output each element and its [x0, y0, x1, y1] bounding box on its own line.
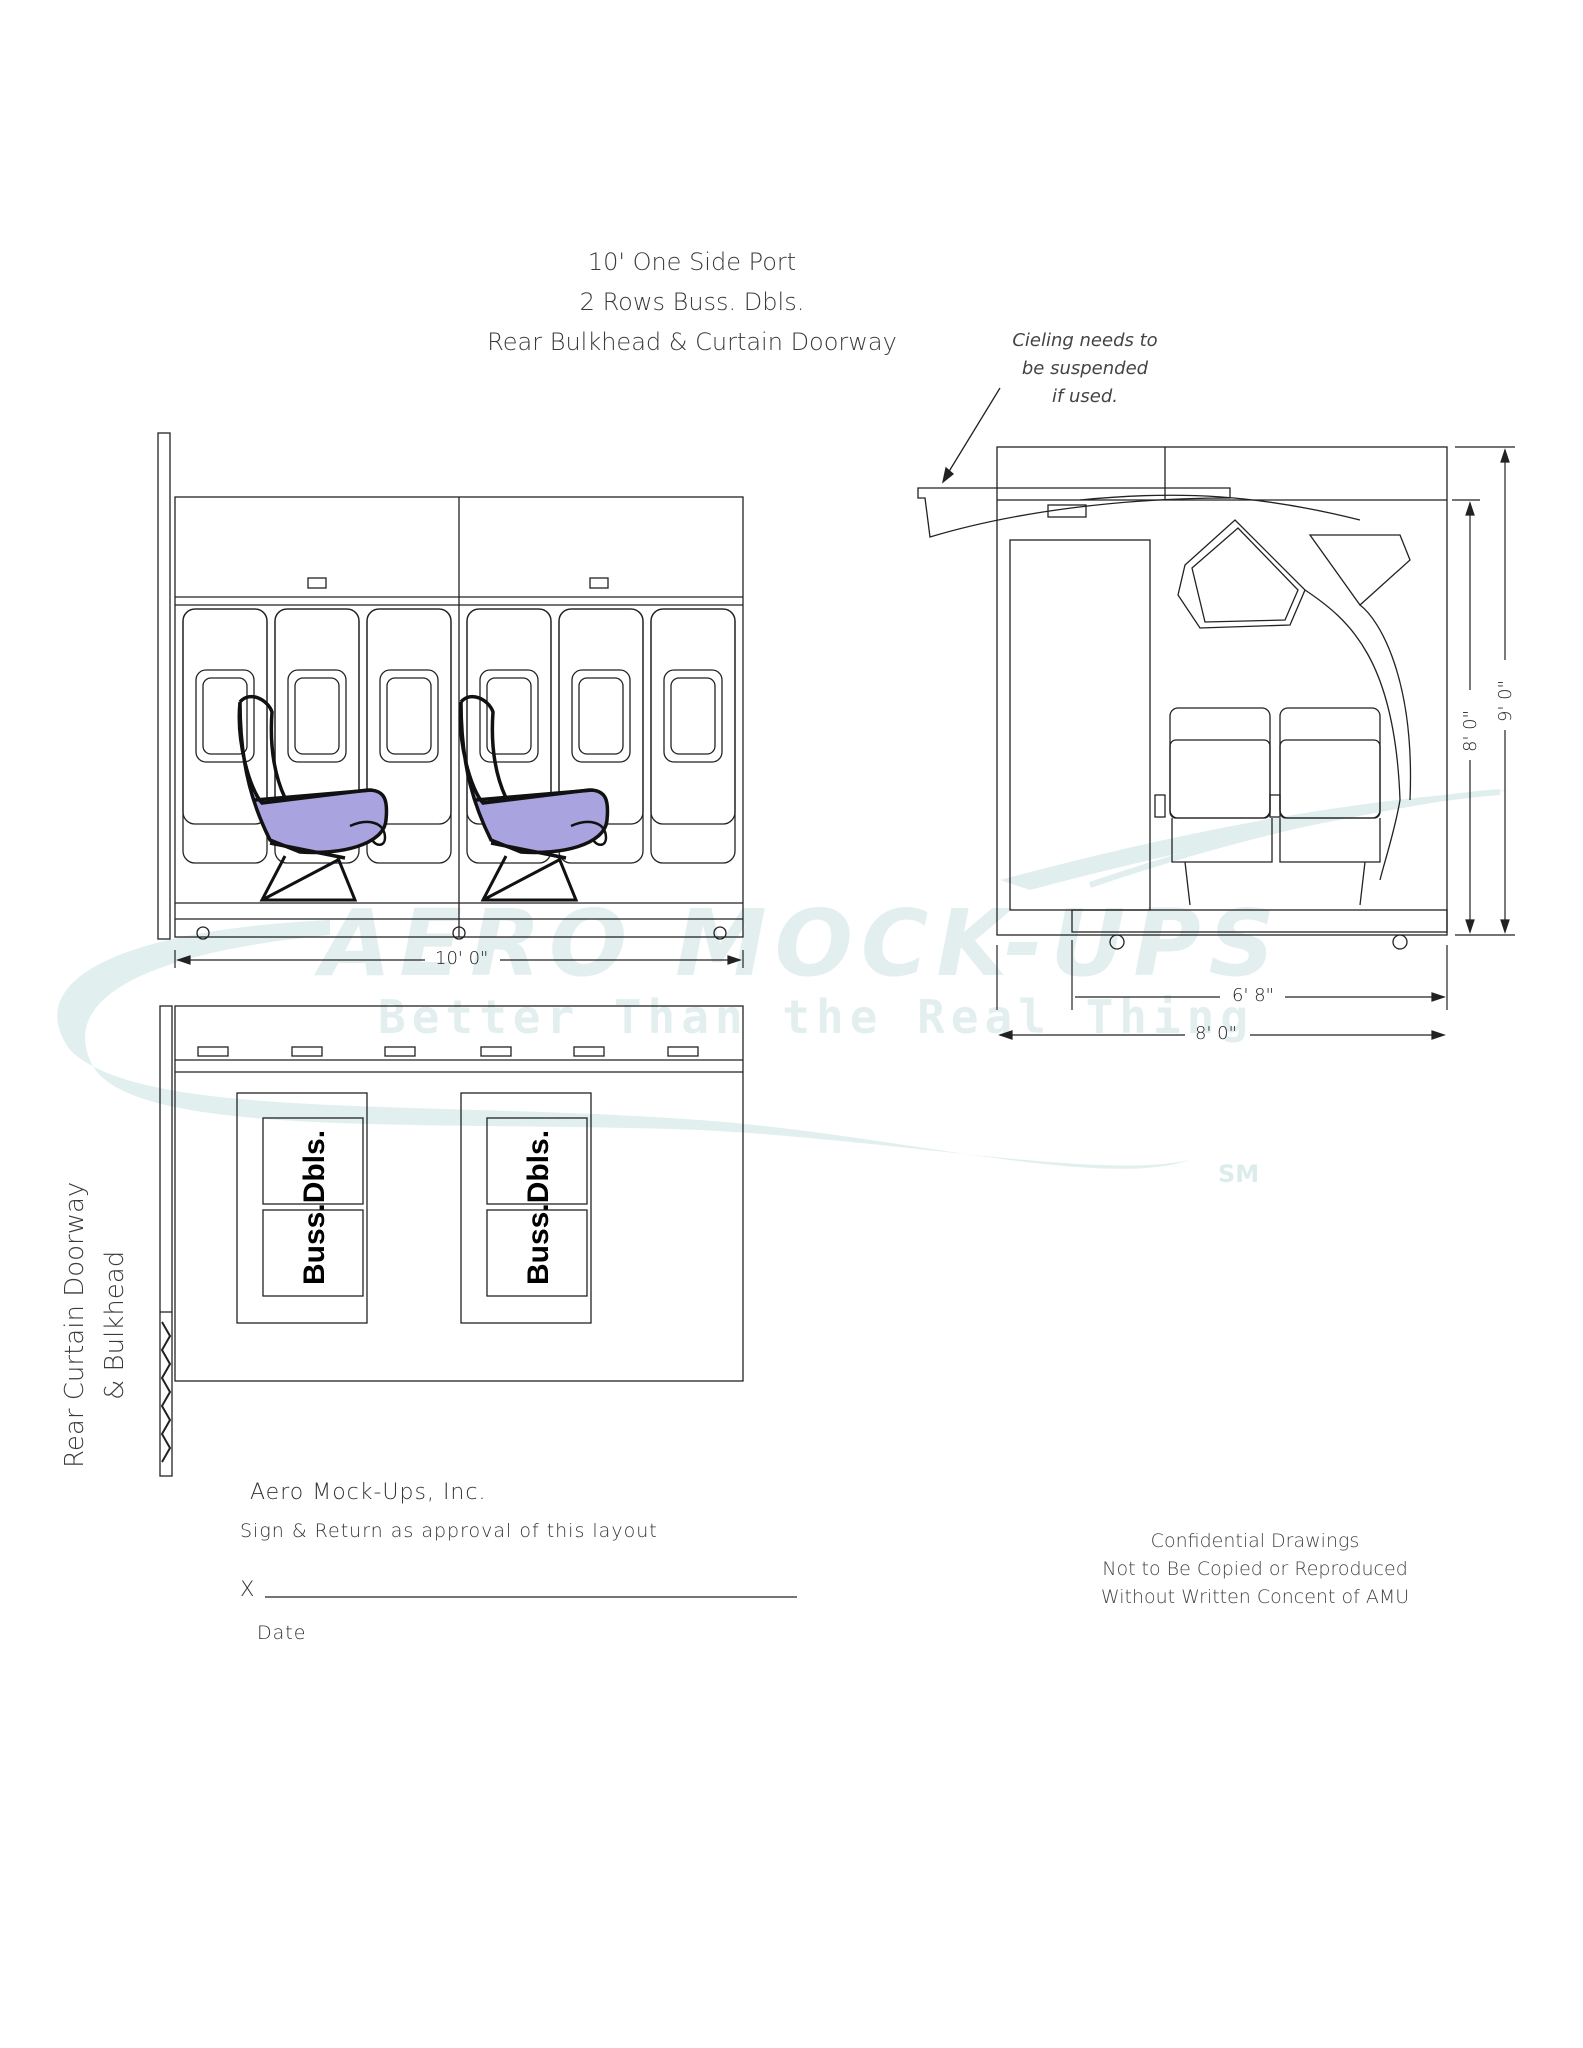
watermark-mark: SM — [1218, 1160, 1259, 1188]
watermark-tagline: Better Than the Real Thing — [378, 990, 1254, 1044]
approval-instruction: Sign & Return as approval of this layout — [240, 1520, 658, 1542]
ceiling-note-line-3: if used. — [1051, 386, 1119, 407]
outer-height-label: 9' 0" — [1495, 680, 1516, 722]
ceiling-note-line-1: Cieling needs to — [1012, 330, 1158, 351]
plan-view — [159, 1005, 744, 1477]
length-dimension-label: 10' 0" — [435, 948, 489, 969]
side-label-line-1: Rear Curtain Doorway — [60, 1181, 90, 1468]
confidential-line-2: Not to Be Copied or Reproduced — [1102, 1558, 1408, 1580]
signature-x-mark: X — [240, 1577, 256, 1601]
length-dimension — [174, 950, 744, 968]
outer-depth-label: 8' 0" — [1195, 1023, 1237, 1044]
seat-label-2: Buss.Dbls. — [522, 1130, 555, 1285]
inner-height-label: 8' 0" — [1460, 710, 1481, 752]
title-line-1: 10' One Side Port — [587, 248, 797, 276]
window-panels — [182, 608, 736, 864]
title-line-2: 2 Rows Buss. Dbls. — [579, 288, 805, 316]
confidential-line-3: Without Written Concent of AMU — [1100, 1586, 1410, 1608]
ceiling-callout-arrow — [941, 387, 1001, 484]
confidential-line-1: Confidential Drawings — [1150, 1530, 1360, 1552]
side-label-line-2: & Bulkhead — [100, 1250, 130, 1400]
watermark-brand: AERO MOCK-UPS — [314, 890, 1283, 997]
date-label: Date — [257, 1622, 307, 1644]
side-elevation — [157, 432, 744, 940]
title-line-3: Rear Bulkhead & Curtain Doorway — [487, 328, 897, 356]
seat-label-1: Buss.Dbls. — [298, 1130, 331, 1285]
seat-side-view — [237, 694, 610, 902]
inner-depth-label: 6' 8" — [1232, 985, 1274, 1006]
watermark-swoosh — [57, 789, 1510, 1169]
end-view-dimensions — [996, 446, 1515, 1040]
company-name: Aero Mock-Ups, Inc. — [250, 1480, 487, 1505]
end-view — [917, 446, 1448, 950]
ceiling-note-line-2: be suspended — [1021, 358, 1149, 379]
